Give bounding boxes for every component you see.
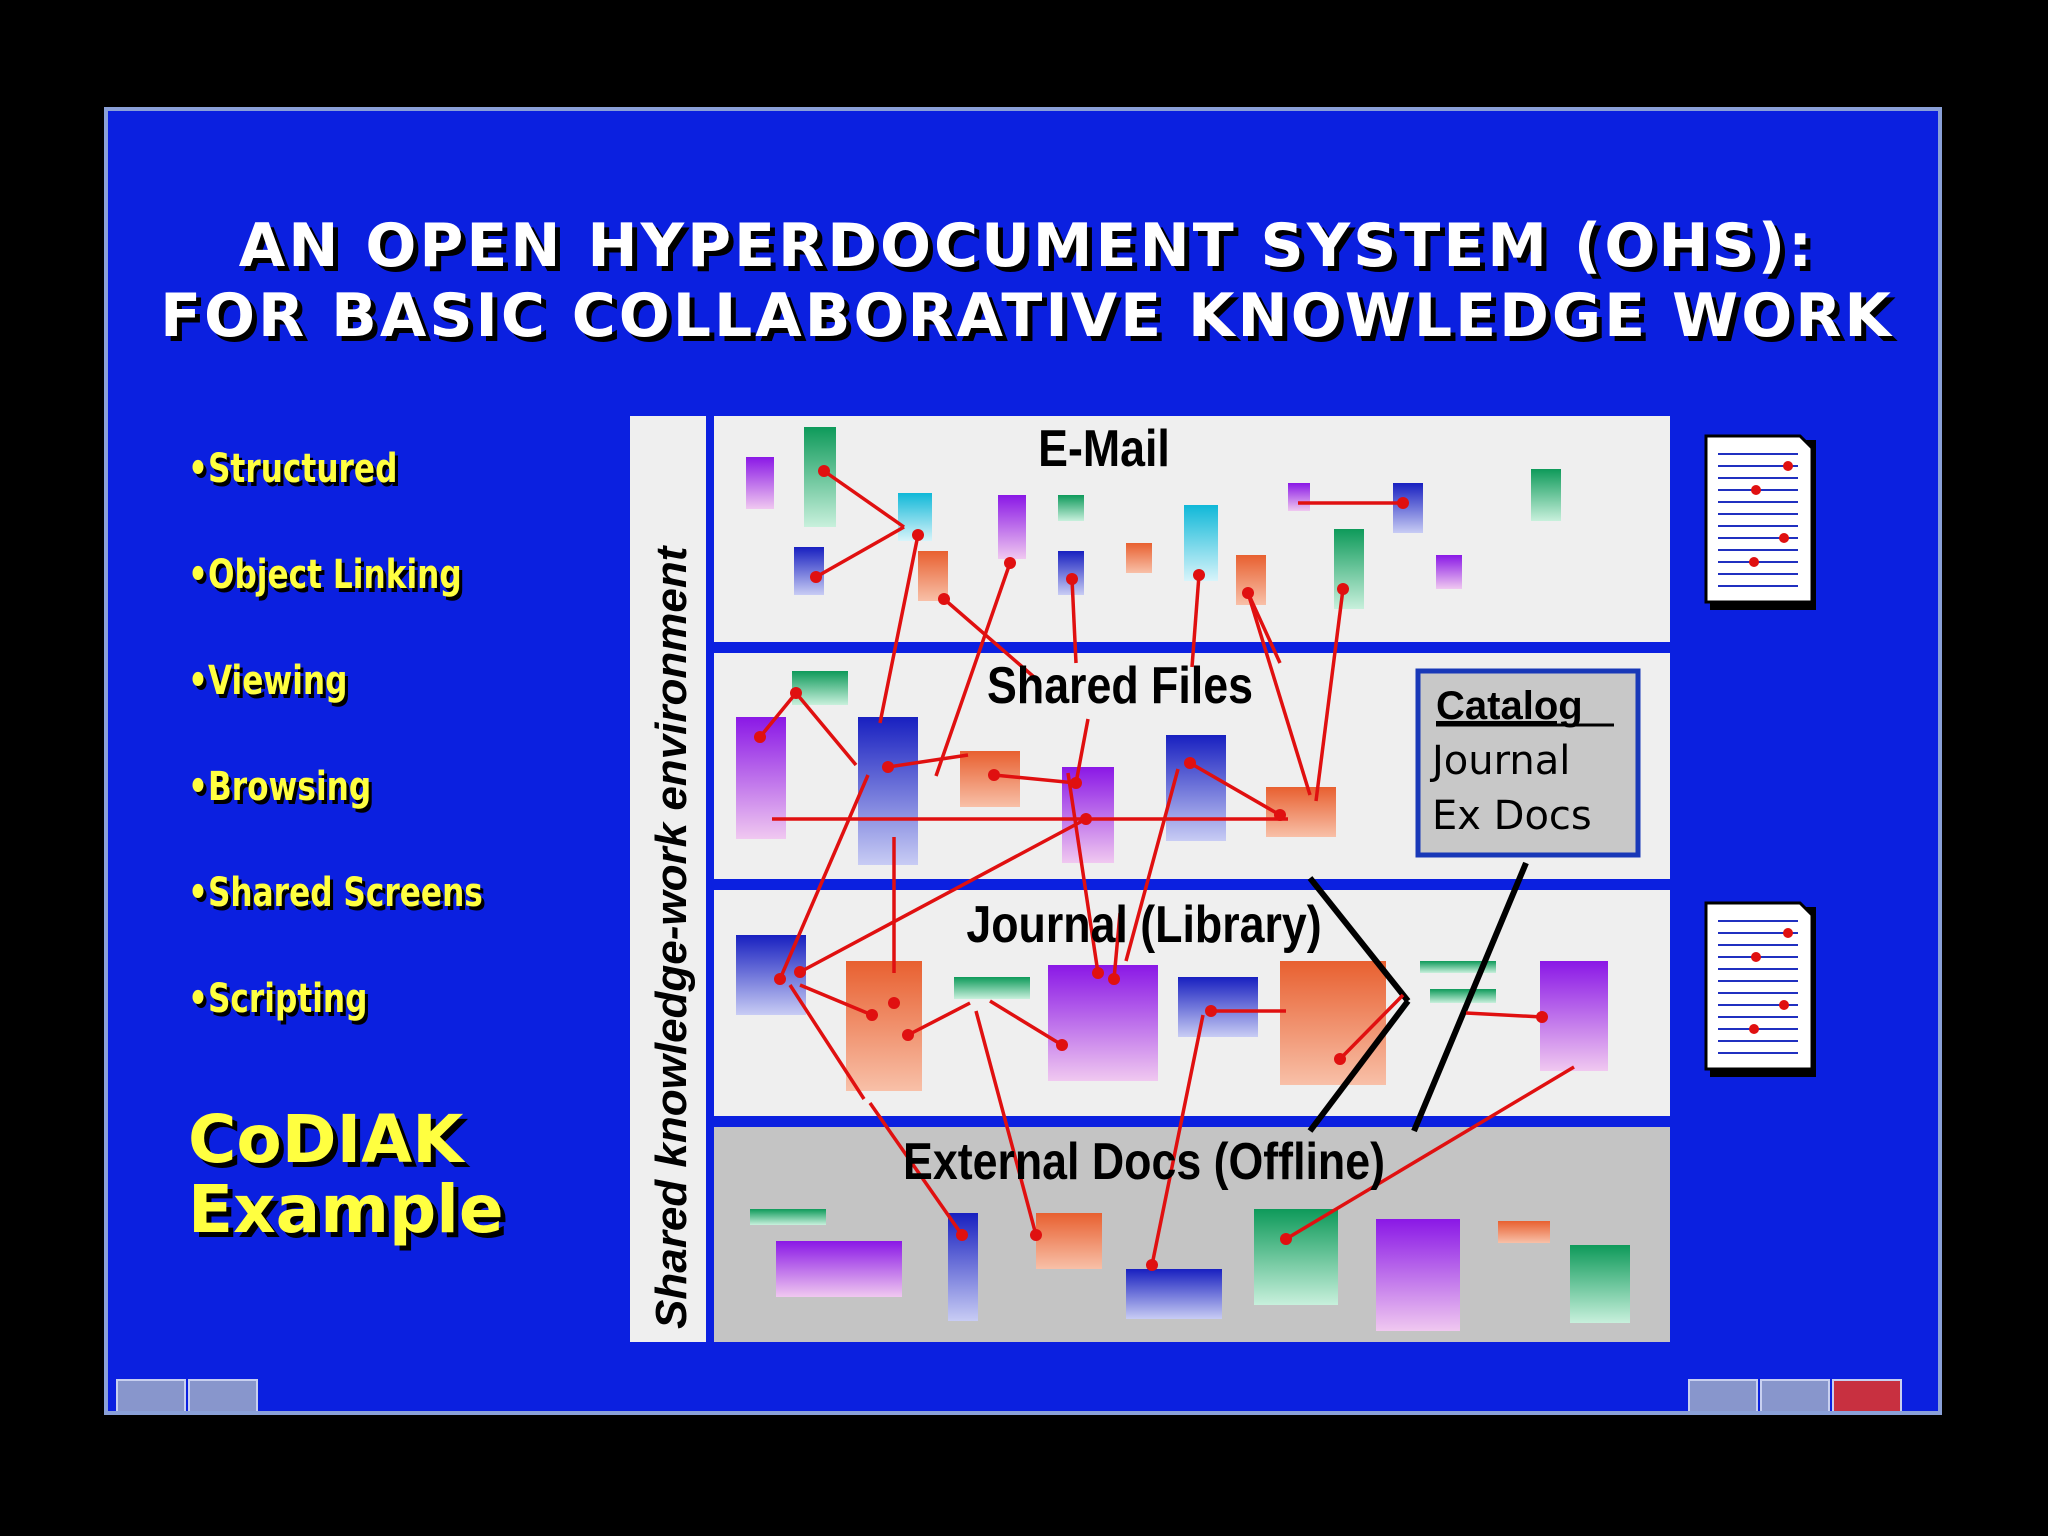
bullet-viewing: •Viewing <box>188 658 348 704</box>
ohs-diagram: Shared knowledge-work environment <box>630 416 1816 1342</box>
back-nav-button[interactable] <box>116 1379 186 1411</box>
catalog-ex-docs: Ex Docs <box>1432 793 1592 839</box>
title-line-1: AN OPEN HYPERDOCUMENT SYSTEM (OHS): <box>238 211 1816 281</box>
document-icon <box>1704 901 1816 1077</box>
example-label: Example <box>188 1171 504 1248</box>
environment-bar <box>630 416 706 1342</box>
hyperlink-endpoints <box>754 465 1548 1271</box>
shared-files-objects <box>736 671 1336 865</box>
journal-objects <box>736 935 1608 1091</box>
catalog-box: Catalog Journal Ex Docs <box>1415 668 1641 858</box>
previous-page-button[interactable] <box>1688 1379 1758 1411</box>
shared-files-layer-label: Shared Files <box>987 657 1253 715</box>
grid-view-button[interactable] <box>1832 1379 1902 1411</box>
catalog-connector-lines <box>1307 861 1529 1133</box>
external-docs-layer-label: External Docs (Offline) <box>903 1133 1385 1191</box>
catalog-heading: Catalog <box>1436 684 1583 728</box>
slide: AN OPEN HYPERDOCUMENT SYSTEM (OHS): FOR … <box>104 107 1942 1415</box>
bullet-scripting: •Scripting <box>188 976 368 1022</box>
external-docs-objects <box>750 1209 1630 1331</box>
bullet-structured: •Structured <box>188 446 398 492</box>
title-line-2: FOR BASIC COLLABORATIVE KNOWLEDGE WORK <box>160 281 1894 351</box>
next-page-button[interactable] <box>1760 1379 1830 1411</box>
document-icon <box>1704 434 1816 610</box>
codiak-label: CoDIAK <box>188 1101 464 1178</box>
catalog-journal: Journal <box>1429 738 1570 784</box>
email-layer-label: E-Mail <box>1038 420 1170 478</box>
bullet-object-linking: •Object Linking <box>188 552 462 598</box>
journal-layer-label: Journal (Library) <box>966 896 1321 954</box>
environment-label: Shared knowledge-work environment <box>647 544 696 1329</box>
feature-list: •Structured •Object Linking •Viewing •Br… <box>188 446 566 1082</box>
hyperlink-lines <box>758 469 1575 1266</box>
bullet-browsing: •Browsing <box>188 764 372 810</box>
bullet-shared-screens: •Shared Screens <box>188 870 483 916</box>
forward-nav-button[interactable] <box>188 1379 258 1411</box>
